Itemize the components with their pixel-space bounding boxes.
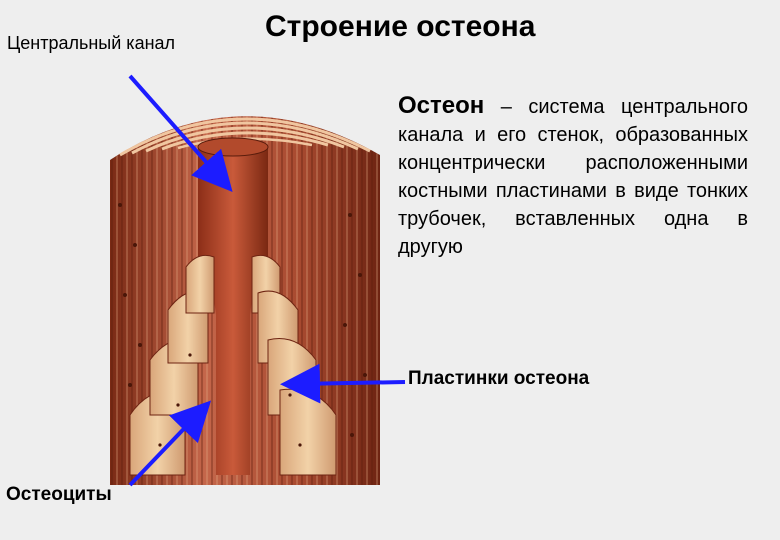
definition-text: – система центрального канала и его стен… <box>398 96 748 258</box>
osteocytes-label: Остеоциты <box>6 484 112 505</box>
plates-arrow <box>280 363 406 404</box>
osteon-plates-label: Пластинки остеона <box>408 368 590 389</box>
central-canal-arrow <box>128 74 233 192</box>
definition-term: Остеон <box>398 92 485 119</box>
slide-title: Строение остеона <box>265 10 536 43</box>
right-cutaway-plates <box>251 254 337 476</box>
osteocytes-arrow <box>128 400 212 487</box>
central-canal-label: Центральный канал <box>6 33 176 53</box>
osteon-definition: Остеон – система центрального канала и е… <box>398 92 748 261</box>
